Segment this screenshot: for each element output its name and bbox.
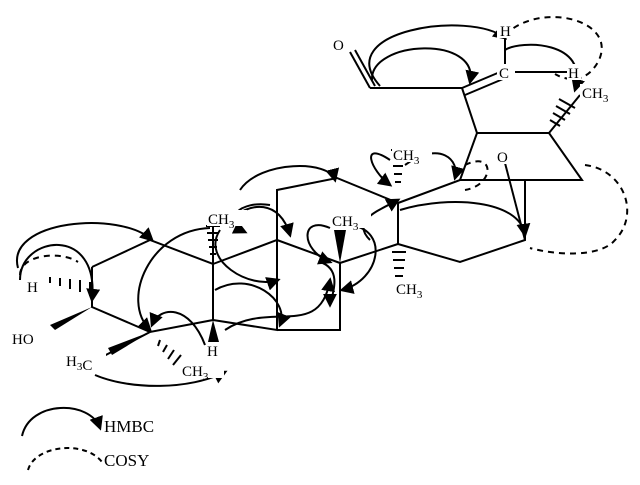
hmbc-arrow [370, 47, 480, 85]
wedge-h-lower [208, 320, 219, 342]
ring-e [397, 179, 526, 264]
methyl-bond-right [548, 94, 581, 134]
legend: HMBC COSY [21, 407, 154, 471]
ring-a [91, 238, 214, 334]
atom-ch3-low: CH3 [396, 282, 423, 301]
hmbc-arrow [214, 282, 291, 328]
aldehyde-bond [349, 51, 371, 89]
hmbc-arrow [16, 222, 155, 269]
atom-ho: HO [12, 332, 34, 348]
hashed-bonds [49, 98, 576, 366]
legend-cosy-label: COSY [104, 451, 149, 470]
atom-ch3-c13: CH3 [332, 214, 359, 233]
atom-h-methine: H [568, 66, 579, 82]
atom-ch3-right: CH3 [582, 86, 609, 105]
hmbc-arrow [306, 224, 333, 265]
hash-right-methyl [549, 98, 576, 127]
hash-c8 [392, 251, 406, 277]
hmbc-arrow [339, 224, 377, 294]
hmbc-arrow [319, 261, 338, 308]
atom-ch3-top: CH3 [393, 148, 420, 167]
hmbc-arrow [368, 24, 508, 87]
vinyl-double-1 [461, 71, 501, 89]
hmbc-arrow [504, 43, 585, 93]
atom-o-ether: O [497, 150, 508, 166]
skeleton-bonds [91, 38, 584, 359]
hmbc-arrow [149, 310, 206, 346]
ring-b [212, 238, 278, 332]
hmbc-arrow [19, 243, 101, 303]
atom-h-lower: H [207, 344, 218, 360]
hmbc-arrow [214, 229, 281, 291]
wedge-bonds [50, 230, 346, 355]
wedge-ho [50, 307, 92, 330]
ether-ring [459, 132, 584, 181]
atom-c-vinyl: C [499, 66, 509, 82]
side-chain-1 [461, 87, 478, 134]
atom-labels: O H C H CH3 O CH3 CH3 CH3 CH3 H HO H3C H… [10, 22, 620, 383]
cosy-correlations [19, 16, 629, 276]
wedge-h3c [108, 332, 150, 355]
ether-bond [504, 162, 526, 241]
legend-cosy-curve [27, 447, 103, 471]
atom-o-aldehyde: O [333, 38, 344, 54]
legend-hmbc-arrow [21, 407, 103, 437]
hmbc-correlations [16, 24, 585, 387]
hmbc-arrow [370, 152, 393, 187]
hmbc-arrow [239, 165, 340, 191]
atom-h3c: H3C [66, 354, 92, 374]
cosy-curve [19, 254, 79, 276]
atom-ch3-bottom: CH3 [182, 364, 209, 383]
cosy-curve [504, 16, 603, 80]
hmbc-arrow [399, 201, 531, 238]
wedge-ch3-mid [334, 230, 346, 263]
ring-c [276, 239, 341, 331]
vinyl-double-2 [464, 78, 504, 96]
cosy-curve [529, 164, 629, 255]
hmbc-arrow [224, 277, 336, 331]
legend-hmbc-label: HMBC [104, 417, 154, 436]
cosy-curve [464, 160, 489, 191]
atom-h-vinyl: H [500, 24, 511, 40]
hash-h-left [49, 277, 91, 296]
hmbc-arrow [137, 227, 211, 332]
hash-methyl-bottom [157, 339, 182, 366]
atom-ch3-c10: CH3 [208, 212, 235, 231]
atom-h-left: H [27, 280, 38, 296]
ring-d [276, 176, 399, 264]
